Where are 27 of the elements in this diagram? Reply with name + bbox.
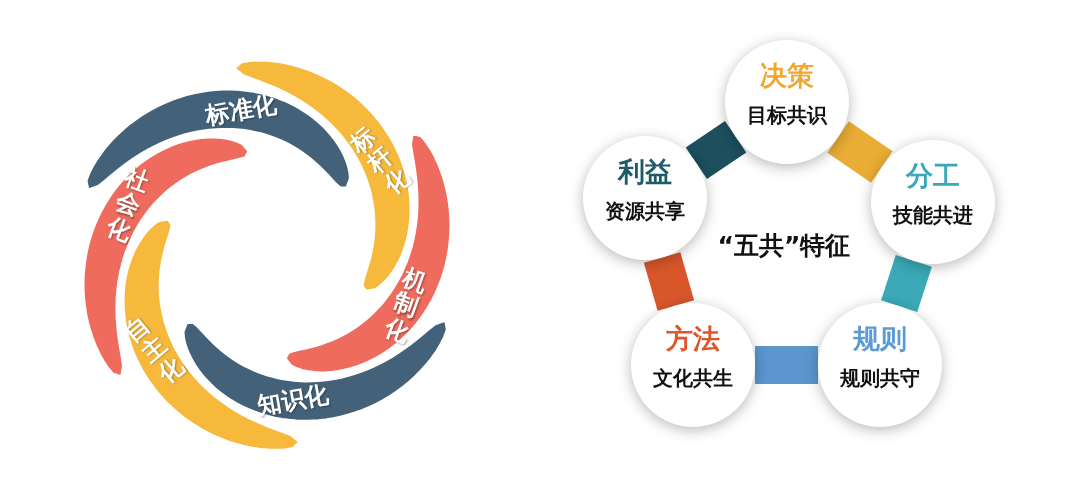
circle-text: 资源共享 (604, 198, 686, 225)
connector-band (685, 120, 747, 180)
circle-node (725, 40, 849, 164)
petal-label: 机制化 (380, 264, 431, 347)
connector-band (881, 255, 932, 312)
circle-text: 目标共识 (746, 102, 828, 129)
circle-heading: 分工 (904, 159, 961, 193)
circle-text: 文化共生 (652, 365, 734, 392)
circle-node (631, 303, 755, 427)
circle-node (818, 303, 942, 427)
circle-text: 规则共守 (839, 365, 921, 392)
circle-text: 技能共进 (891, 202, 974, 229)
petal-label: 标杆化 (345, 122, 415, 199)
circle-heading: 规则 (852, 322, 908, 356)
petal-label: 标准化 (203, 90, 280, 130)
connector-band (755, 346, 818, 384)
circle-heading: 利益 (616, 155, 673, 189)
petal-label: 社会化 (103, 163, 154, 246)
circle-heading: 方法 (665, 322, 721, 356)
petal-label: 知识化 (254, 381, 331, 420)
connector-band (643, 252, 695, 311)
connector-band (827, 121, 893, 183)
petal-label: 自主化 (119, 311, 189, 388)
circle-node (583, 136, 707, 260)
circle-heading: 决策 (759, 59, 815, 93)
circle-node (871, 140, 995, 264)
center-title: “五共”特征 (717, 229, 851, 262)
